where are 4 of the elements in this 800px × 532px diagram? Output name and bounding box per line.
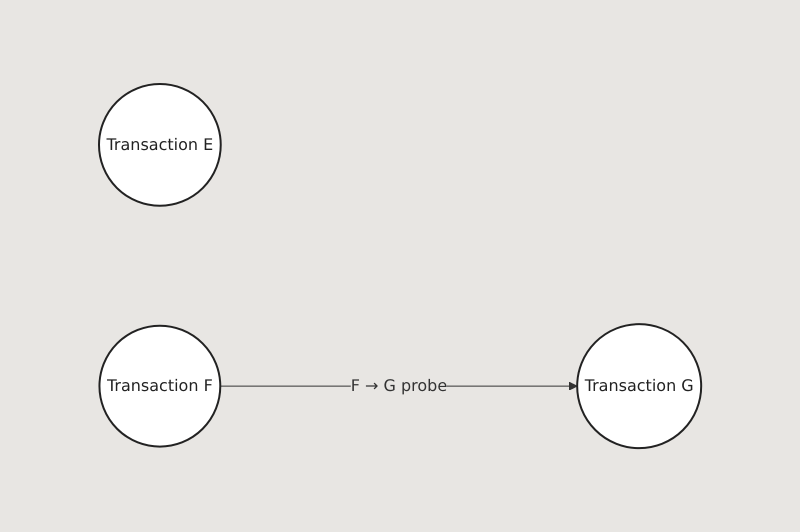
edge-label: F → G probe bbox=[350, 376, 448, 396]
node-circle: Transaction G bbox=[576, 323, 702, 450]
node-circle: Transaction E bbox=[98, 82, 222, 207]
node-circle: Transaction F bbox=[98, 324, 222, 448]
